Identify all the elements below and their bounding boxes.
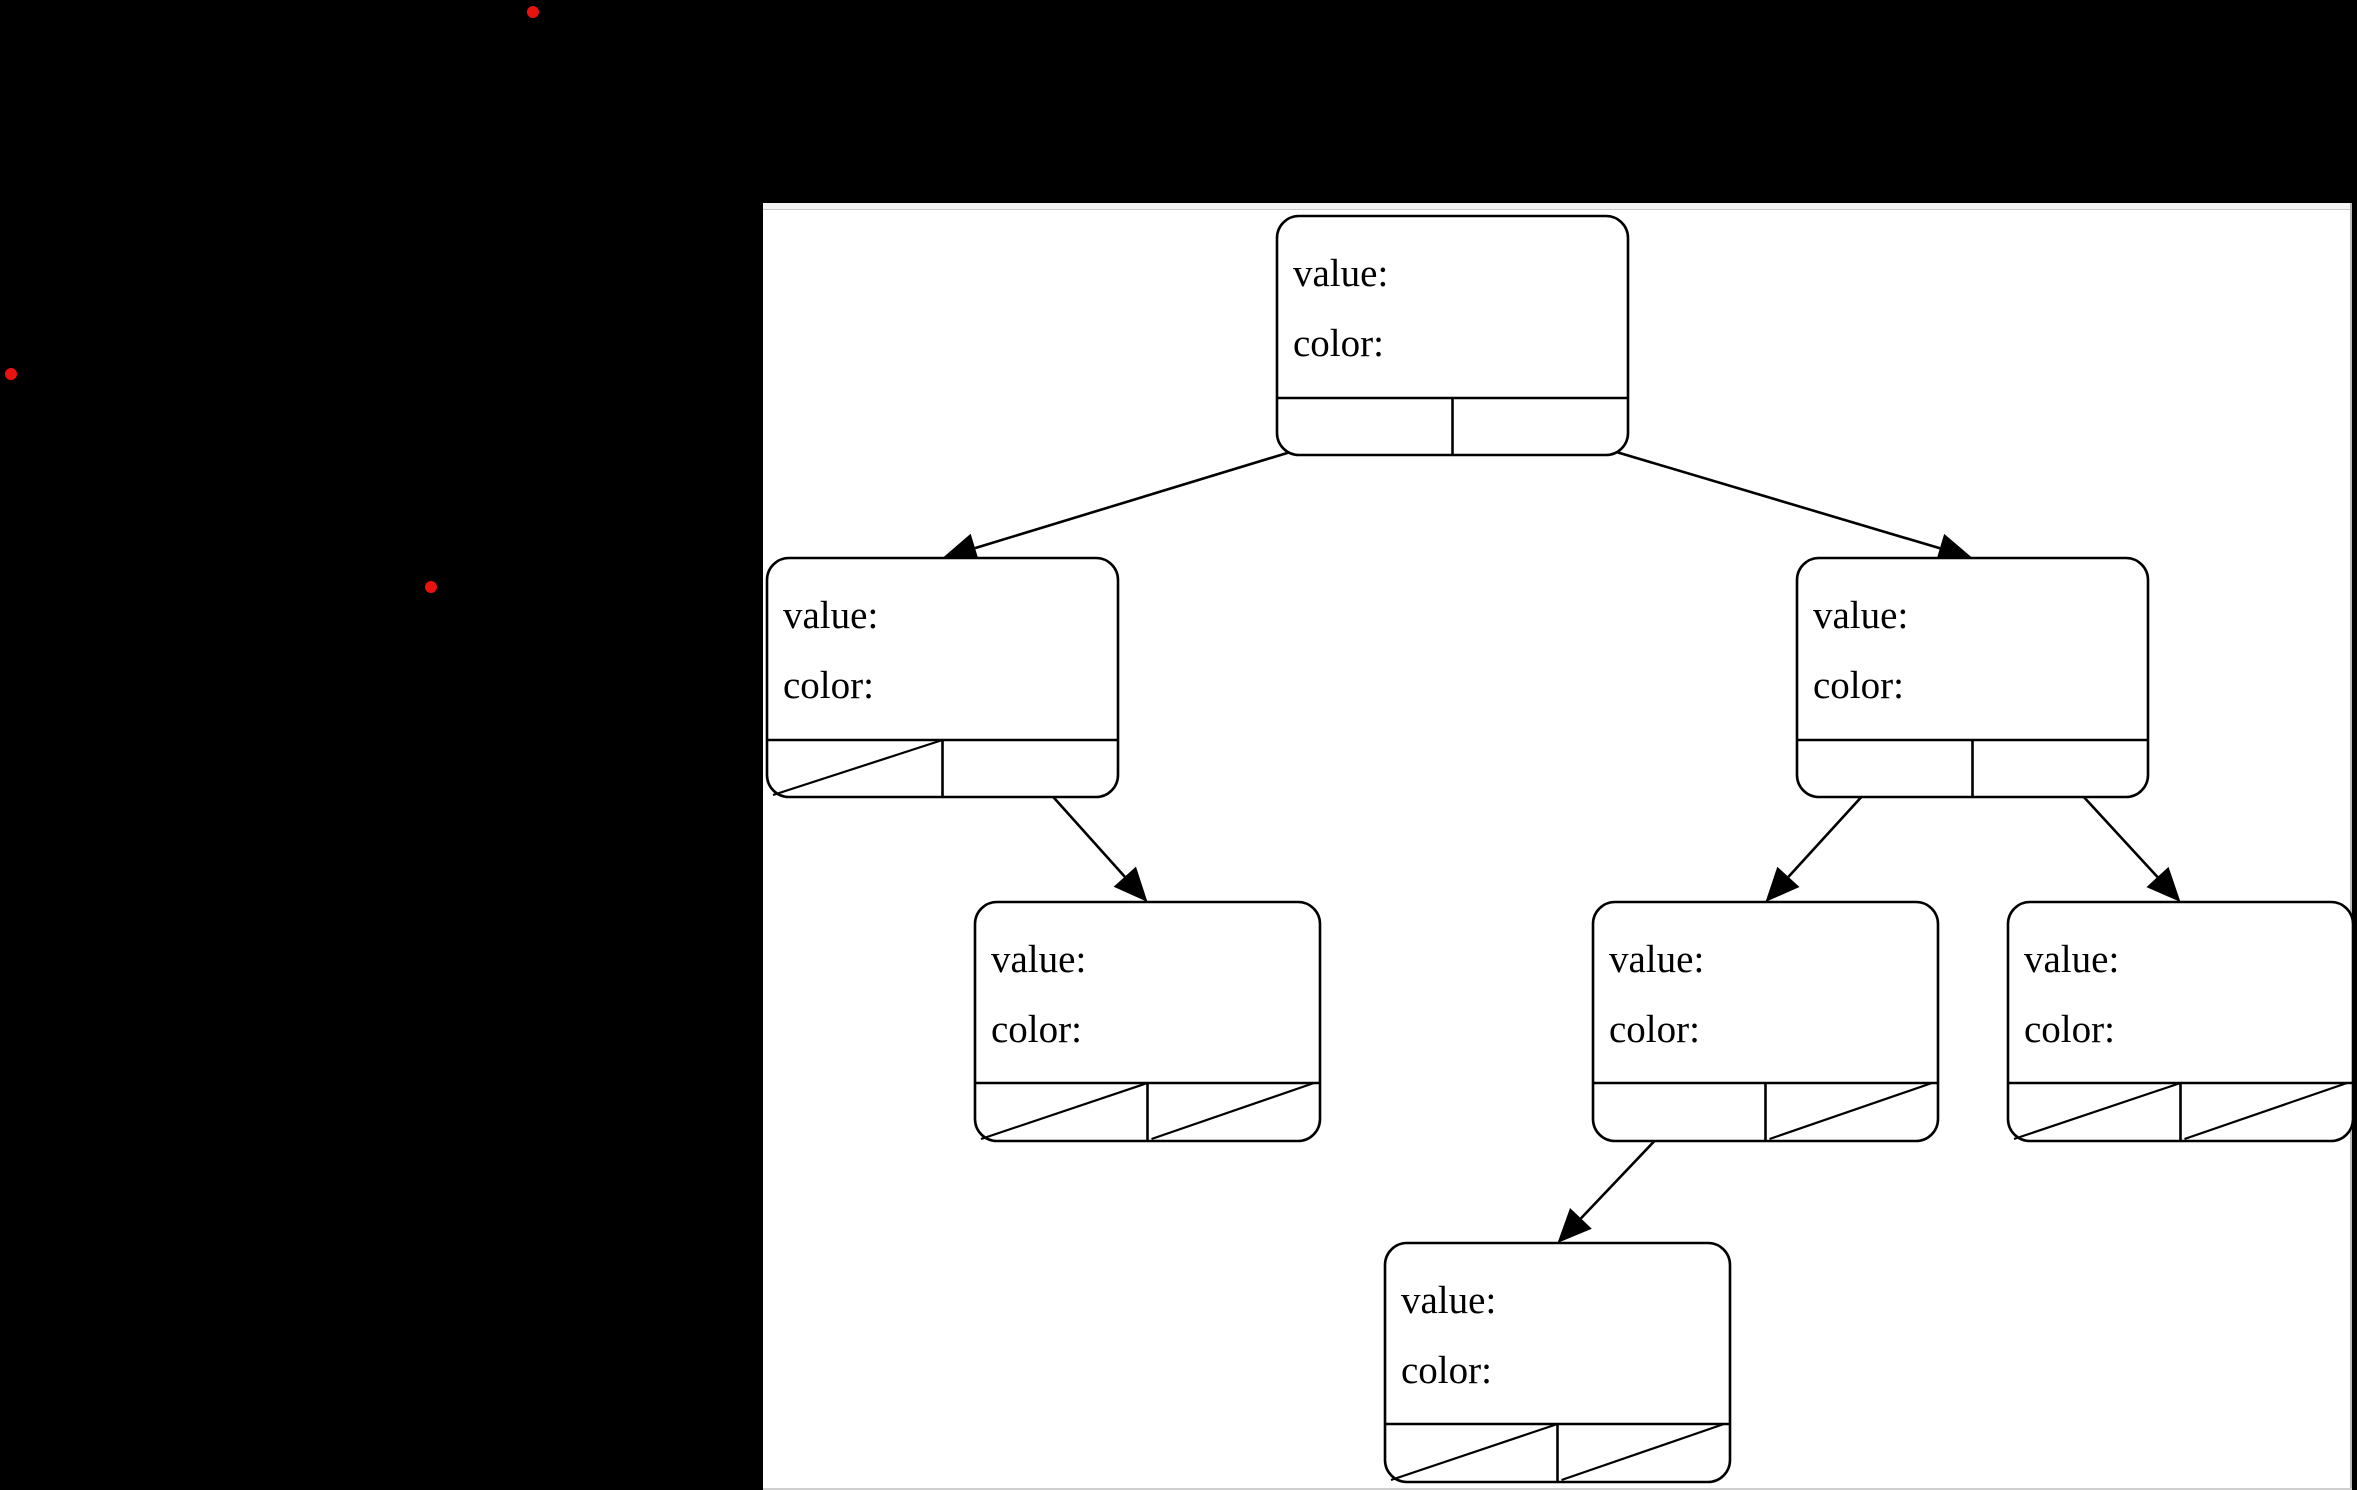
tree-node-left-right-grandchild-right-pointer-null-slash [1151,1081,1315,1141]
tree-node-right-left-grandchild-value-label: value: [1609,938,1704,981]
tree-node-great-grandchild-value-label: value: [1401,1279,1496,1322]
tree-node-root-color-label: color: [1293,322,1384,365]
tree-node-right-left-grandchild[interactable]: value: color: [1591,900,1940,1143]
tree-node-left-child-left-pointer-null-slash [772,738,943,797]
tree-node-right-child-value-label: value: [1813,594,1908,637]
tree-node-root[interactable]: value: color: [1275,214,1630,457]
tree-node-left-child-color-label: color: [783,664,874,707]
tree-node-root-value-label: value: [1293,252,1388,295]
tree-node-left-right-grandchild[interactable]: value: color: [973,900,1322,1143]
panel-top-strip [763,203,2352,210]
tree-node-left-child-value-label: value: [783,594,878,637]
tree-node-right-left-grandchild-right-pointer-null-slash [1769,1081,1933,1141]
edge-root-to-left-child-arrowhead [942,533,980,563]
edge-root-to-right-child-arrowhead [1935,533,1973,563]
document-viewer-panel[interactable]: value:color:value:color:value:color:valu… [763,203,2352,1490]
edge-right-child-to-left-grandchild-arrowhead [1765,866,1800,902]
tree-node-left-right-grandchild-color-label: color: [991,1008,1082,1051]
tree-node-right-right-grandchild-left-pointer-null-slash [2013,1081,2181,1141]
tree-node-right-right-grandchild-color-label: color: [2024,1008,2115,1051]
tree-node-left-child[interactable]: value: color: [765,556,1120,799]
tree-node-great-grandchild-right-pointer-null-slash [1561,1422,1725,1482]
tree-node-right-left-grandchild-color-label: color: [1609,1008,1700,1051]
edge-left-child-to-grandchild-arrowhead [1113,866,1148,902]
tree-node-great-grandchild[interactable]: value: color: [1383,1241,1732,1484]
binary-tree-diagram: value:color:value:color:value:color:valu… [765,214,2352,1484]
tree-node-right-right-grandchild-value-label: value: [2024,938,2119,981]
tree-node-left-right-grandchild-left-pointer-null-slash [980,1081,1148,1141]
edge-grandchild-to-great-grandchild-arrowhead [1557,1208,1592,1243]
tree-node-great-grandchild-color-label: color: [1401,1349,1492,1392]
tree-node-left-right-grandchild-value-label: value: [991,938,1086,981]
tree-node-great-grandchild-left-pointer-null-slash [1390,1422,1558,1482]
tree-node-right-child[interactable]: value: color: [1795,556,2150,799]
panel-bottom-edge [763,1488,2352,1490]
tree-node-right-right-grandchild[interactable]: value: color: [2006,900,2352,1143]
marker-dot-top [527,6,539,18]
edge-right-child-to-right-grandchild-arrowhead [2146,866,2181,902]
tree-node-right-right-grandchild-right-pointer-null-slash [2184,1081,2348,1141]
marker-dot-left [5,368,17,380]
marker-dot-middle [425,581,437,593]
panel-right-edge [2350,203,2352,1490]
tree-node-right-child-color-label: color: [1813,664,1904,707]
